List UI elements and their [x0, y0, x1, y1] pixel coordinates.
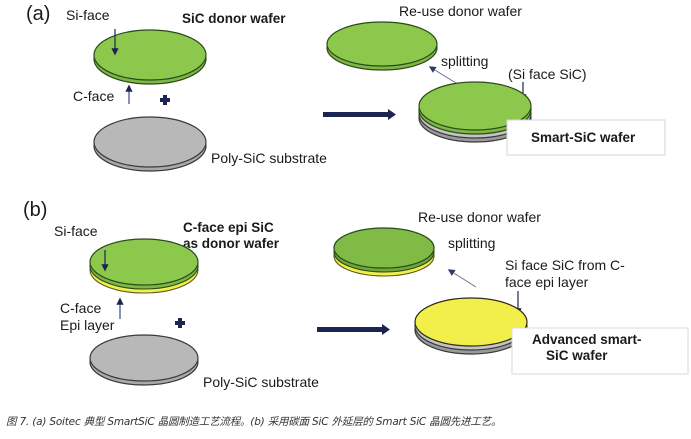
poly-sic-substrate-label-b: Poly-SiC substrate [203, 374, 319, 390]
smart-sic-label-box [506, 119, 666, 156]
epi-donor-title-line1: C-face epi SiC [183, 220, 274, 235]
si-face-note-line2: face epi layer [505, 274, 589, 290]
panel-a: (a) Si-face SiC donor wafer C-face Poly-… [26, 3, 666, 172]
sic-donor-wafer [93, 29, 207, 85]
epi-donor-title-line2: as donor wafer [183, 236, 280, 251]
si-face-sic-label: (Si face SiC) [508, 66, 587, 82]
plus-icon [160, 95, 170, 105]
epi-sic-donor-wafer [89, 238, 199, 294]
donor-wafer-title: SiC donor wafer [182, 11, 286, 26]
advanced-smart-sic-label-box [511, 327, 689, 375]
c-face-label-b-line2: Epi layer [60, 317, 115, 333]
smart-sic-wafer-label: Smart-SiC wafer [531, 130, 636, 145]
figure-caption: 图 7. (a) Soitec 典型 SmartSiC 晶圆制造工艺流程。(b)… [6, 416, 502, 428]
si-face-label: Si-face [66, 7, 110, 23]
panel-b-label: (b) [23, 199, 47, 221]
smart-sic-wafer [418, 81, 532, 143]
poly-sic-substrate-wafer-b [89, 334, 199, 386]
splitting-label: splitting [441, 53, 488, 69]
advanced-smart-sic-wafer [414, 297, 528, 355]
si-face-note-line1: Si face SiC from C- [505, 257, 625, 273]
poly-sic-substrate-label: Poly-SiC substrate [211, 150, 327, 166]
reuse-donor-label: Re-use donor wafer [399, 3, 522, 19]
si-face-label-b: Si-face [54, 223, 98, 239]
panel-b: (b) Si-face C-face epi SiC as donor wafe… [23, 199, 689, 390]
advanced-smart-sic-label-line2: SiC wafer [546, 348, 608, 363]
advanced-smart-sic-label-line1: Advanced smart- [532, 332, 642, 347]
splitting-label-b: splitting [448, 235, 495, 251]
reuse-donor-wafer-b [333, 227, 435, 277]
c-face-label: C-face [73, 88, 114, 104]
process-arrow-a [323, 109, 396, 120]
c-face-label-b-line1: C-face [60, 300, 101, 316]
plus-icon-b [175, 318, 185, 328]
splitting-arrow-b [447, 269, 477, 288]
reuse-donor-wafer [326, 21, 438, 71]
process-arrow-b [317, 324, 390, 335]
panel-a-label: (a) [26, 3, 50, 25]
reuse-donor-label-b: Re-use donor wafer [418, 209, 541, 225]
poly-sic-substrate-wafer [93, 116, 207, 172]
splitting-arrow [428, 66, 457, 84]
